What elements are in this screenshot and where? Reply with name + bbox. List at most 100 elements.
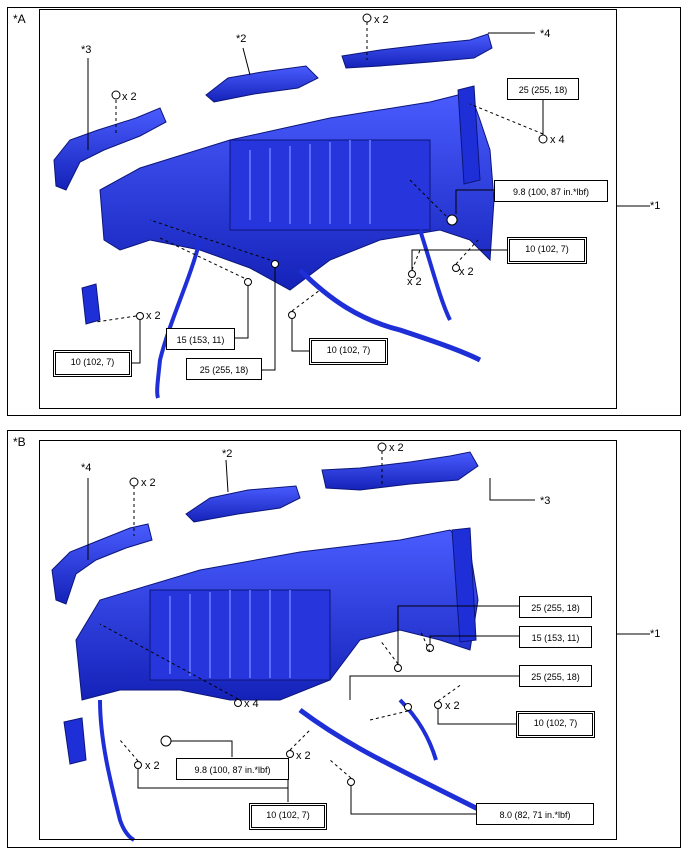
leader-b-t4 bbox=[437, 709, 518, 725]
nut-icon-a4 bbox=[446, 214, 458, 226]
panel-a-label: *A bbox=[13, 12, 26, 26]
leader-b-t2 bbox=[429, 635, 520, 644]
leader-a-t6 bbox=[291, 319, 310, 352]
dash-b7 bbox=[437, 683, 463, 702]
callout-a-2: *2 bbox=[236, 33, 247, 45]
bolt-icon-b6 bbox=[404, 703, 412, 711]
bracket-left-lower-b bbox=[63, 717, 87, 765]
callout-a-4: *4 bbox=[540, 28, 551, 40]
dash-b6 bbox=[369, 710, 409, 721]
torque-spec-a-7: 10 (102, 7) bbox=[53, 350, 132, 377]
bracket-right-upper bbox=[457, 85, 481, 185]
hvac-unit-block-b bbox=[149, 589, 331, 681]
torque-spec-a-5: 25 (255, 18) bbox=[186, 358, 262, 380]
dash-a9 bbox=[291, 289, 321, 312]
panel-b-drawing-area bbox=[39, 440, 617, 840]
torque-spec-a-2: 9.8 (100, 87 in.*lbf) bbox=[494, 180, 608, 202]
bolt-icon-a3 bbox=[538, 134, 548, 144]
panel-a-drawing-area bbox=[39, 9, 617, 409]
duct-part-3-b bbox=[321, 451, 479, 491]
dash-b9 bbox=[289, 729, 311, 751]
bracket-left-lower bbox=[81, 283, 101, 325]
bolt-icon-b5 bbox=[234, 699, 242, 707]
torque-spec-b-2: 15 (153, 11) bbox=[519, 626, 592, 648]
leader-a-t5 bbox=[262, 268, 276, 371]
qty-a-2: x 2 bbox=[122, 91, 137, 103]
bracket-right-upper-b bbox=[451, 527, 477, 643]
torque-spec-b-4: 10 (102, 7) bbox=[516, 711, 595, 738]
wire-harness-lower-b bbox=[298, 707, 486, 815]
dash-b8 bbox=[119, 739, 139, 762]
torque-spec-b-6: 10 (102, 7) bbox=[249, 803, 327, 830]
hvac-unit-fins-b bbox=[169, 590, 291, 678]
qty-a-4: x 2 bbox=[459, 266, 474, 278]
leader-b-t1 bbox=[397, 605, 520, 664]
duct-part-2-b bbox=[185, 485, 301, 523]
hvac-unit-fins bbox=[249, 140, 371, 224]
leader-a-c2 bbox=[242, 47, 251, 76]
dash-a10 bbox=[95, 315, 137, 323]
callout-a-1: *1 bbox=[650, 200, 661, 212]
dash-b4 bbox=[379, 639, 399, 665]
wire-harness-right bbox=[418, 229, 452, 321]
duct-part-4-b bbox=[51, 523, 153, 605]
callout-a-3: *3 bbox=[81, 44, 92, 56]
wire-harness-left-b bbox=[98, 699, 136, 842]
panel-b: *B bbox=[7, 430, 681, 848]
callout-b-3: *3 bbox=[540, 495, 551, 507]
bolt-icon-b9 bbox=[134, 761, 142, 769]
callout-b-1: *1 bbox=[650, 628, 661, 640]
duct-part-2 bbox=[205, 65, 319, 103]
duct-part-4 bbox=[341, 33, 493, 69]
qty-a-6: x 2 bbox=[146, 310, 161, 322]
torque-spec-a-6: 10 (102, 7) bbox=[309, 338, 388, 365]
leader-b-c3 bbox=[489, 478, 535, 501]
leader-a-t3 bbox=[411, 249, 509, 270]
qty-a-3: x 4 bbox=[550, 134, 565, 146]
bolt-icon-a5 bbox=[452, 264, 460, 272]
torque-spec-a-1: 25 (255, 18) bbox=[507, 78, 579, 100]
torque-spec-b-5: 9.8 (100, 87 in.*lbf) bbox=[176, 758, 289, 780]
qty-b-2: x 2 bbox=[141, 477, 156, 489]
panel-a: *A bbox=[7, 7, 681, 416]
bolt-icon-a6 bbox=[408, 270, 416, 278]
qty-b-5: x 2 bbox=[145, 760, 160, 772]
leader-b-t3 bbox=[349, 675, 520, 700]
torque-spec-a-4: 15 (153, 11) bbox=[166, 328, 235, 350]
dash-a3 bbox=[469, 103, 544, 135]
bolt-icon-b10 bbox=[286, 750, 294, 758]
bolt-icon-a2 bbox=[111, 90, 121, 100]
bolt-icon-a7 bbox=[271, 260, 279, 268]
torque-spec-b-1: 25 (255, 18) bbox=[519, 596, 592, 618]
wire-harness-left bbox=[155, 239, 202, 399]
leader-a-t7 bbox=[130, 320, 141, 364]
bolt-icon-b11 bbox=[347, 778, 355, 786]
torque-spec-b-3: 25 (255, 18) bbox=[519, 665, 592, 687]
dash-b10 bbox=[329, 759, 352, 779]
dash-a6 bbox=[411, 249, 421, 271]
bolt-icon-a1 bbox=[362, 13, 372, 23]
qty-b-4: x 2 bbox=[445, 700, 460, 712]
dash-b5 bbox=[419, 629, 431, 653]
leader-a-t2 bbox=[455, 189, 497, 214]
leader-a-t4 bbox=[234, 286, 249, 339]
qty-a-1: x 2 bbox=[374, 14, 389, 26]
qty-b-3: x 4 bbox=[244, 698, 259, 710]
callout-b-2: *2 bbox=[222, 448, 233, 460]
bolt-icon-b7 bbox=[434, 701, 442, 709]
panel-b-label: *B bbox=[13, 435, 26, 449]
callout-b-4: *4 bbox=[81, 462, 92, 474]
dash-b3 bbox=[99, 623, 239, 700]
bolt-icon-a9 bbox=[288, 311, 296, 319]
duct-part-3 bbox=[53, 107, 167, 191]
qty-b-6: x 2 bbox=[296, 750, 311, 762]
qty-a-5: x 2 bbox=[407, 276, 422, 288]
leader-b-c2 bbox=[225, 459, 229, 493]
qty-b-1: x 2 bbox=[389, 442, 404, 454]
torque-spec-a-3: 10 (102, 7) bbox=[507, 237, 587, 264]
wire-harness-lower bbox=[298, 268, 482, 363]
leader-b-t5 bbox=[171, 740, 233, 757]
torque-spec-b-7: 8.0 (82, 71 in.*lbf) bbox=[476, 803, 594, 825]
bolt-icon-b3 bbox=[394, 664, 402, 672]
